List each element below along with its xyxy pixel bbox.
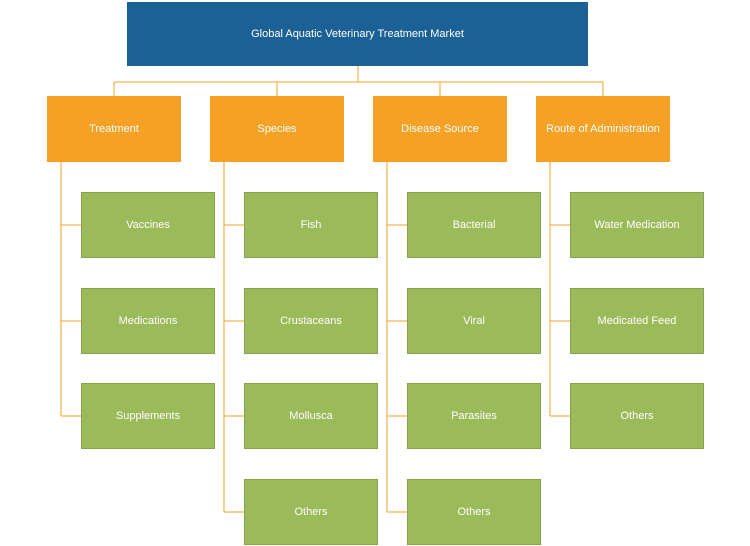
root-node: Global Aquatic Veterinary Treatment Mark… xyxy=(127,2,588,66)
leaf-node: Water Medication xyxy=(570,192,704,258)
leaf-node: Viral xyxy=(407,288,541,354)
leaf-node: Parasites xyxy=(407,383,541,449)
category-species: Species xyxy=(210,96,344,162)
leaf-node: Others xyxy=(570,383,704,449)
category-treatment: Treatment xyxy=(47,96,181,162)
leaf-node: Medications xyxy=(81,288,215,354)
leaf-node: Supplements xyxy=(81,383,215,449)
leaf-node: Mollusca xyxy=(244,383,378,449)
leaf-node: Others xyxy=(407,479,541,545)
leaf-node: Medicated Feed xyxy=(570,288,704,354)
category-disease-source: Disease Source xyxy=(373,96,507,162)
category-route-of-administration: Route of Administration xyxy=(536,96,670,162)
leaf-node: Fish xyxy=(244,192,378,258)
leaf-node: Vaccines xyxy=(81,192,215,258)
leaf-node: Bacterial xyxy=(407,192,541,258)
leaf-node: Others xyxy=(244,479,378,545)
leaf-node: Crustaceans xyxy=(244,288,378,354)
